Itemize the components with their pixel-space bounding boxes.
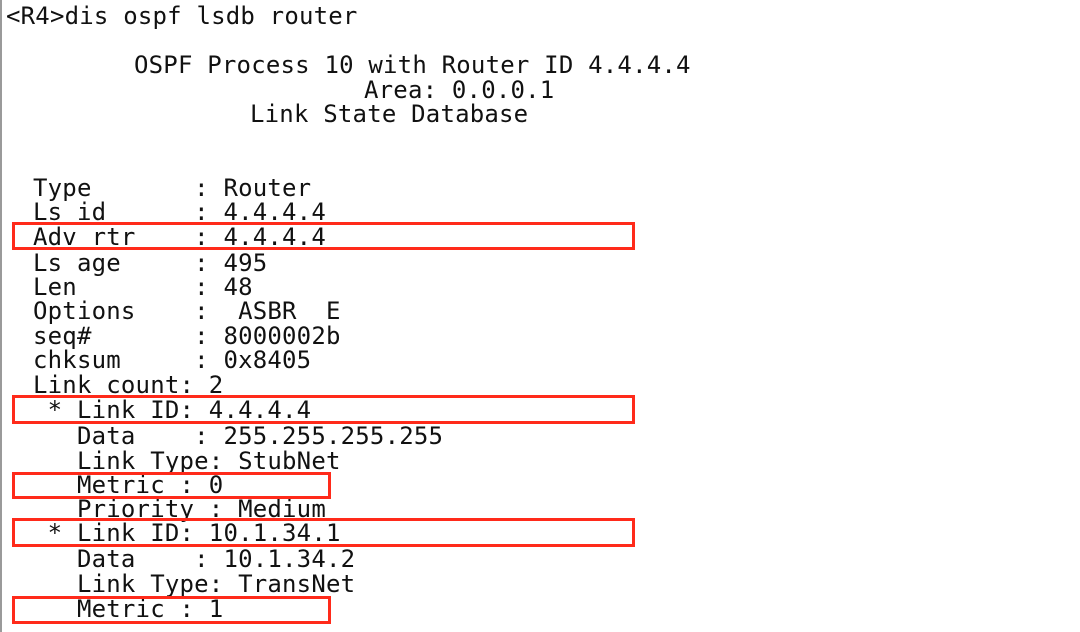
row-chksum: chksum : 0x8405 [33, 346, 312, 374]
row-link-id-2: * Link ID: 10.1.34.1 [33, 519, 341, 547]
highlight-link-id-2 [12, 518, 635, 547]
row-link-type-1: Link Type: StubNet [33, 447, 341, 475]
row-priority: Priority : Medium [33, 495, 326, 523]
highlight-metric-1 [12, 472, 331, 499]
window-left-border [0, 0, 2, 632]
row-type: Type : Router [33, 174, 312, 202]
area-line: Area: 0.0.0.1 [364, 76, 555, 104]
highlight-metric-2 [12, 596, 331, 624]
row-ls-id: Ls id : 4.4.4.4 [33, 198, 326, 226]
highlight-link-id-1 [12, 395, 635, 424]
row-adv-rtr: Adv rtr : 4.4.4.4 [33, 223, 326, 251]
highlight-adv-rtr [12, 222, 635, 250]
row-data-2: Data : 10.1.34.2 [33, 545, 356, 573]
database-title: Link State Database [250, 100, 529, 128]
row-link-count: Link count: 2 [33, 371, 224, 399]
row-metric-1: Metric : 0 [33, 471, 224, 499]
row-ls-age: Ls age : 495 [33, 249, 268, 277]
command-line: <R4>dis ospf lsdb router [6, 2, 358, 30]
row-metric-2: Metric : 1 [33, 595, 224, 623]
process-line: OSPF Process 10 with Router ID 4.4.4.4 [134, 51, 691, 79]
row-link-type-2: Link Type: TransNet [33, 570, 356, 598]
row-seq: seq# : 8000002b [33, 322, 341, 350]
row-data-1: Data : 255.255.255.255 [33, 422, 444, 450]
row-len: Len : 48 [33, 273, 253, 301]
row-link-id-1: * Link ID: 4.4.4.4 [33, 396, 312, 424]
row-options: Options : ASBR E [33, 297, 341, 325]
